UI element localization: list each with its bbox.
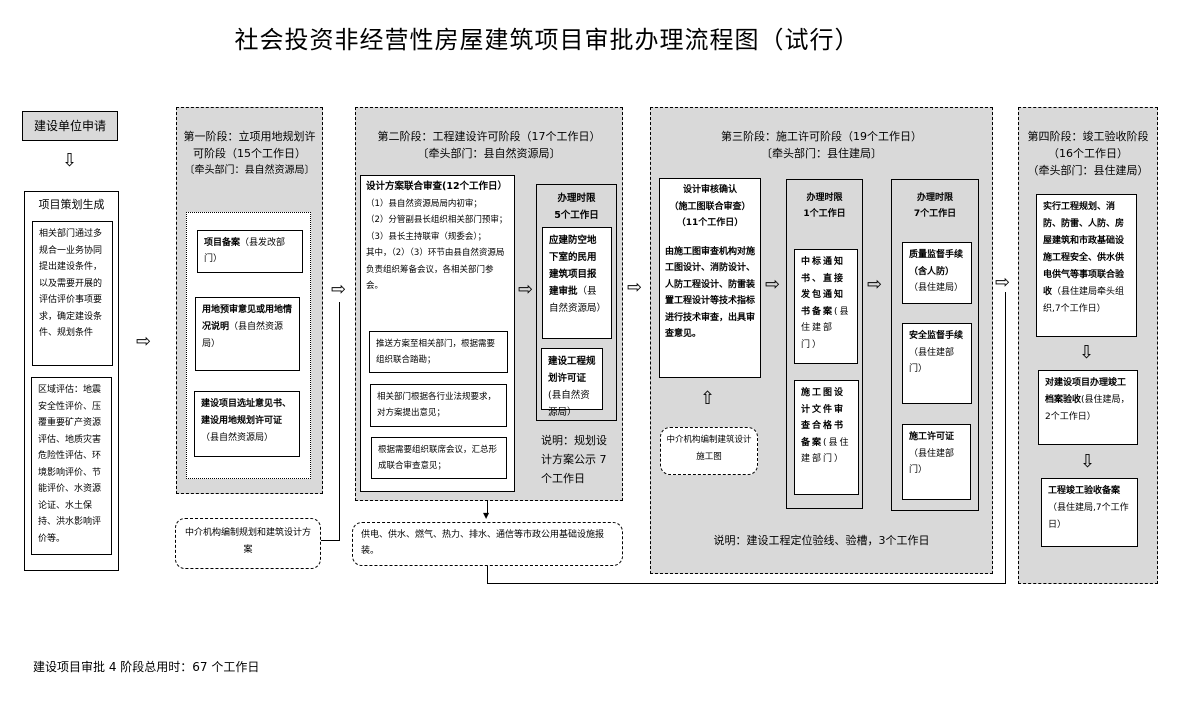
connector-line (339, 302, 340, 541)
item-title: 质量监督手续（含人防） (909, 250, 964, 277)
item-dept: (县住建局，2个工作日） (1045, 395, 1130, 422)
stage2-item: 建设工程规划许可证 (县自然资源局） (541, 348, 603, 418)
stage3-limit-box-1: 办理时限 1个工作日 (786, 179, 863, 509)
limit-title: 办理时限 (916, 193, 953, 203)
review-title: 设计审核确认 (682, 185, 737, 195)
stage2-lead: 〔牵头部门：县自然资源局〕 (417, 147, 561, 160)
stage2-item: 应建防空地下室的民用建筑项目报建审批（县自然资源局） (542, 227, 612, 339)
item-dept: （县自然资源局） (549, 286, 607, 314)
limit-title: 办理时限 (557, 193, 596, 204)
right-arrow-icon: ⇨ (518, 279, 534, 300)
stage4-lead: （牵头部门：县住建局） (1027, 164, 1149, 177)
stage1-item: 项目备案（县发改部门） (197, 230, 303, 273)
stage3-title: 第三阶段：施工许可阶段（19个工作日） (721, 130, 922, 143)
right-arrow-icon: ⇨ (995, 272, 1011, 293)
stage3-note: 说明：建设工程定位验线、验槽，3个工作日 (713, 534, 930, 547)
limit-title: 办理时限 (806, 193, 843, 203)
item-title: 中标通知书、直接发包通知书备案 (801, 257, 846, 317)
stage1-agency-box: 中介机构编制规划和建筑设计方案 (175, 518, 321, 569)
utilities-box: 供电、供水、燃气、热力、排水、通信等市政公用基础设施报装。 (352, 522, 623, 566)
down-arrowhead-icon: ▼ (483, 511, 490, 520)
review-substep: 推送方案至相关部门，根据需要组织联合踏勘； (369, 331, 508, 373)
item-title: 施工许可证 (909, 432, 955, 442)
drawing-review-box: 设计审核确认 （施工图联合审查） （11个工作日） 由施工图审查机构对施工图设计… (659, 178, 761, 378)
right-arrow-icon: ⇨ (627, 277, 643, 298)
stage1-title: 第一阶段：立项用地规划许可阶段（15个工作日） (183, 130, 316, 160)
review-step: 其中，（2）（3）环节由县自然资源局负责组织筹备会议，各相关部门参会。 (366, 248, 505, 291)
review-subtitle: （施工图联合审查） (669, 201, 751, 212)
connector-line (487, 583, 1006, 584)
review-days: （11个工作日） (676, 218, 744, 228)
connector-line (487, 566, 488, 584)
stage3-limit-box-2: 办理时限 7个工作日 (891, 179, 979, 511)
connector-line (1005, 292, 1006, 584)
item-title: 工程竣工验收备案 (1048, 486, 1121, 496)
planning-title: 项目策划生成 (38, 198, 105, 211)
review-substep: 根据需要组织联席会议，汇总形成联合审查意见； (371, 437, 507, 479)
connector-line (487, 500, 488, 514)
stage1-item: 建设项目选址意见书、建设用地规划许可证 （县自然资源局） (194, 391, 300, 457)
right-arrow-icon: ⇨ (867, 274, 883, 295)
item-dept: （县住建部门） (909, 448, 955, 476)
limit-days: 7个工作日 (913, 209, 957, 219)
right-arrow-icon: ⇨ (765, 274, 781, 295)
review-substep: 相关部门根据各行业法规要求，对方案提出意见； (370, 384, 507, 427)
item-title: 施工图设计文件审查合格书备案 (801, 388, 846, 448)
stage3-item: 中标通知书、直接发包通知书备案(县住建部门） (794, 249, 858, 364)
item-dept: （县自然资源局） (201, 433, 274, 443)
item-title: 建设工程规划许可证 (548, 356, 596, 384)
stage4-item: 对建设项目办理竣工档案验收(县住建局，2个工作日） (1038, 370, 1138, 445)
item-dept: （县住建部门） (909, 347, 955, 375)
review-step: （2）分管副县长组织相关部门预审； (366, 215, 508, 225)
stage1-item: 用地预审意见或用地情况说明（县自然资源局） (195, 297, 300, 371)
item-dept: (县住建部门） (801, 306, 851, 350)
item-title: 应建防空地下室的民用建筑项目报建审批 (549, 235, 597, 297)
item-dept: (县住建部门） (801, 437, 851, 465)
stage3-item: 施工许可证 （县住建部门） (902, 424, 971, 500)
design-review-title: 设计方案联合审查(12个工作日） (366, 181, 508, 192)
item-dept: （县住建局） (909, 283, 964, 293)
limit-days: 5个工作日 (554, 210, 599, 221)
down-arrow-icon: ⇩ (62, 150, 78, 171)
item-title: 项目备案 (204, 238, 241, 248)
stage2-title: 第二阶段：工程建设许可阶段（17个工作日） (377, 130, 601, 143)
stage3-item: 安全监督手续 （县住建部门） (902, 323, 972, 404)
down-arrow-icon: ⇩ (1080, 451, 1096, 472)
stage3-agency-box: 中介机构编制建筑设计施工图 (660, 427, 758, 475)
review-step: （3）县长主持联审（规委会）； (366, 231, 487, 242)
stage3-item: 质量监督手续（含人防） （县住建局） (902, 242, 972, 304)
stage2-note: 说明：规划设计方案公示 7个工作日 (541, 434, 607, 485)
regional-assessment: 区域评估：地震安全性评价、压覆重要矿产资源评估、地质灾害危险性评估、环境影响评价… (31, 377, 112, 555)
item-title: 实行工程规划、消防、防雷、人防、房屋建筑和市政基础设施工程安全、供水供电供气等事… (1043, 202, 1125, 297)
total-duration: 建设项目审批 4 阶段总用时：67 个工作日 (33, 660, 260, 674)
item-title: 用地预审意见或用地情况说明 (202, 305, 293, 332)
item-title: 安全监督手续 (909, 331, 964, 341)
item-dept: （县住建局,7个工作日） (1048, 503, 1129, 530)
item-title: 建设项目选址意见书、建设用地规划许可证 (201, 399, 292, 426)
stage2-limit-box: 办理时限 5个工作日 (536, 184, 617, 421)
stage3-item: 施工图设计文件审查合格书备案(县住建部门） (794, 380, 859, 495)
stage4-item: 工程竣工验收备案 （县住建局,7个工作日） (1041, 478, 1138, 547)
limit-days: 1个工作日 (803, 209, 846, 219)
stage4-days: （16个工作日） (1048, 147, 1128, 160)
stage1-lead: 〔牵头部门：县自然资源局〕 (184, 165, 315, 176)
item-dept: （县自然资源局） (202, 322, 284, 349)
right-arrow-icon: ⇨ (136, 331, 152, 352)
up-arrow-icon: ⇧ (700, 388, 716, 409)
apply-box: 建设单位申请 (22, 111, 118, 141)
review-step: （1）县自然资源局局内初审； (366, 198, 482, 209)
page-title: 社会投资非经营性房屋建筑项目审批办理流程图（试行） (234, 26, 860, 54)
item-title: 对建设项目办理竣工档案验收 (1045, 378, 1127, 405)
connector-line (321, 540, 340, 541)
planning-conditions: 相关部门通过多规合一业务协同提出建设条件，以及需要开展的评估评价事项要求，确定建… (32, 221, 113, 366)
stage4-item: 实行工程规划、消防、防雷、人防、房屋建筑和市政基础设施工程安全、供水供电供气等事… (1036, 194, 1137, 337)
stage4-title: 第四阶段：竣工验收阶段 (1027, 130, 1149, 143)
item-dept: （县发改部门） (204, 238, 286, 264)
right-arrow-icon: ⇨ (331, 279, 347, 300)
stage3-lead: 〔牵头部门：县住建局〕 (761, 147, 882, 160)
down-arrow-icon: ⇩ (1079, 342, 1095, 363)
item-dept: (县自然资源局） (548, 390, 590, 418)
review-text: 由施工图审查机构对施工图设计、消防设计、人防工程设计、防雷装置工程设计等技术指标… (665, 246, 756, 340)
item-dept: （县住建局牵头组织,7个工作日） (1043, 287, 1125, 314)
